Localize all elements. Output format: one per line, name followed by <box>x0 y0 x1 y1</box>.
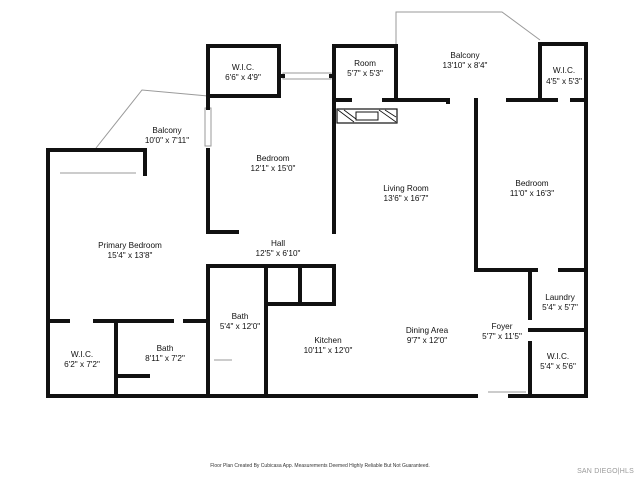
room-name: W.I.C. <box>232 63 254 72</box>
room-dims: 6'6" x 4'9" <box>225 73 261 82</box>
room-dims: 5'7" x 5'3" <box>347 69 383 78</box>
room-dims: 12'1" x 15'0" <box>251 164 296 173</box>
room-primary-bedroom: Primary Bedroom 15'4" x 13'8" <box>98 241 162 260</box>
room-wic-left: W.I.C. 6'2" x 7'2" <box>64 350 100 369</box>
balcony-left-outline <box>95 89 209 149</box>
room-dims: 5'4" x 12'0" <box>220 322 260 331</box>
room-dims: 10'11" x 12'0" <box>304 346 353 355</box>
room-wic-top: W.I.C. 6'6" x 4'9" <box>225 63 261 82</box>
room-dims: 11'0" x 16'3" <box>510 189 554 198</box>
room-name: Primary Bedroom <box>98 241 162 250</box>
room-labels: W.I.C. 6'6" x 4'9" Room 5'7" x 5'3" Balc… <box>64 51 582 371</box>
room-name: Laundry <box>545 293 575 302</box>
room-foyer: Foyer 5'7" x 11'5" <box>482 322 522 341</box>
room-name: Foyer <box>492 322 513 331</box>
room-dims: 15'4" x 13'8" <box>108 251 153 260</box>
room-dims: 5'4" x 5'6" <box>540 362 576 371</box>
room-name: Bath <box>157 344 174 353</box>
room-dining-area: Dining Area 9'7" x 12'0" <box>406 326 449 345</box>
room-name: W.I.C. <box>547 352 569 361</box>
room-dims: 5'7" x 11'5" <box>482 332 522 341</box>
room-dims: 13'6" x 16'7" <box>384 194 429 203</box>
room-bath-center: Bath 5'4" x 12'0" <box>220 312 260 331</box>
room-name: Balcony <box>450 51 480 60</box>
room-dims: 4'5" x 5'3" <box>546 77 582 86</box>
room-name: Bath <box>232 312 249 321</box>
room-bedroom-right: Bedroom 11'0" x 16'3" <box>510 179 554 198</box>
room-dims: 5'4" x 5'7" <box>542 303 578 312</box>
room-name: Room <box>354 59 376 68</box>
window-left <box>204 107 212 147</box>
watermark-text: SAN DIEGO|HLS <box>577 468 634 475</box>
room-hall: Hall 12'5" x 6'10" <box>256 239 301 258</box>
room-name: W.I.C. <box>553 66 575 75</box>
room-name: Balcony <box>152 126 182 135</box>
room-kitchen: Kitchen 10'11" x 12'0" <box>304 336 353 355</box>
room-laundry: Laundry 5'4" x 5'7" <box>542 293 578 312</box>
room-name: Bedroom <box>515 179 548 188</box>
room-living-room: Living Room 13'6" x 16'7" <box>383 184 429 203</box>
room-small: Room 5'7" x 5'3" <box>347 59 383 78</box>
room-name: Kitchen <box>314 336 342 345</box>
fireplace <box>336 108 398 124</box>
room-balcony-left: Balcony 10'0" x 7'11" <box>145 126 189 145</box>
room-dims: 10'0" x 7'11" <box>145 136 189 145</box>
room-dims: 8'11" x 7'2" <box>145 354 185 363</box>
room-bedroom-center: Bedroom 12'1" x 15'0" <box>251 154 296 173</box>
window-top <box>282 72 332 80</box>
room-name: W.I.C. <box>71 350 93 359</box>
balcony-right-outline <box>395 11 541 46</box>
room-bath-left: Bath 8'11" x 7'2" <box>145 344 185 363</box>
room-dims: 13'10" x 8'4" <box>443 61 488 70</box>
room-balcony-right: Balcony 13'10" x 8'4" <box>443 51 488 70</box>
room-dims: 12'5" x 6'10" <box>256 249 301 258</box>
room-dims: 9'7" x 12'0" <box>407 336 447 345</box>
room-name: Hall <box>271 239 285 248</box>
room-wic-right-bottom: W.I.C. 5'4" x 5'6" <box>540 352 576 371</box>
room-wic-right-top: W.I.C. 4'5" x 5'3" <box>546 66 582 86</box>
room-name: Bedroom <box>256 154 289 163</box>
room-name: Dining Area <box>406 326 449 335</box>
walls <box>46 42 588 398</box>
room-dims: 6'2" x 7'2" <box>64 360 100 369</box>
room-name: Living Room <box>383 184 429 193</box>
disclaimer-text: Floor Plan Created By Cubicasa App. Meas… <box>210 463 430 469</box>
